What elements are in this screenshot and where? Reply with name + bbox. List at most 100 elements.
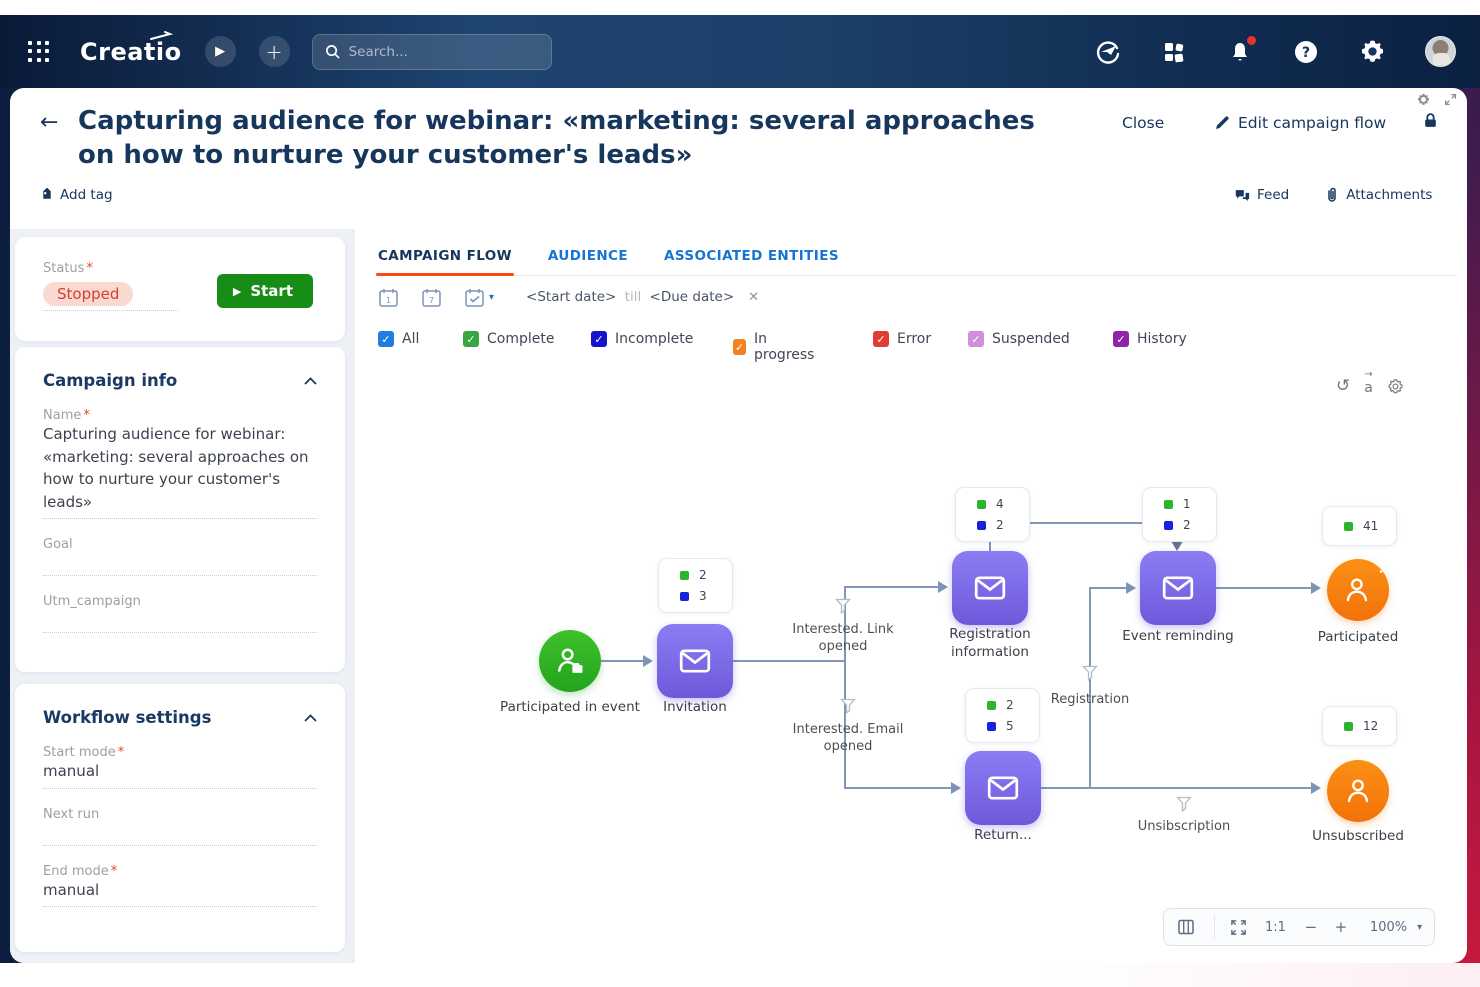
minimap-icon[interactable] bbox=[1164, 918, 1208, 936]
user-avatar[interactable] bbox=[1425, 36, 1456, 67]
legend-label: All bbox=[402, 331, 420, 347]
status-badge[interactable]: Stopped bbox=[43, 282, 134, 306]
goal-field[interactable]: Goal bbox=[43, 537, 317, 576]
checkbox-in-progress[interactable]: ✓ bbox=[733, 339, 747, 355]
date-range-value[interactable]: <Start date> till <Due date> bbox=[526, 289, 734, 305]
arrowhead bbox=[1126, 582, 1136, 594]
flow-node-event-reminding[interactable] bbox=[1140, 551, 1216, 625]
connector bbox=[844, 587, 846, 788]
flow-node-registration-information[interactable] bbox=[952, 551, 1028, 625]
connector-label[interactable]: Interested. Email opened bbox=[792, 722, 904, 754]
search-input[interactable] bbox=[348, 43, 529, 60]
expand-page-icon[interactable] bbox=[1444, 93, 1457, 109]
connector-label[interactable]: Registration bbox=[1050, 692, 1130, 707]
canvas-zoom-toolbar: 1:1 − + 100% ▾ bbox=[1163, 908, 1435, 946]
creatio-logo[interactable]: Creatio bbox=[80, 30, 182, 66]
connector bbox=[989, 522, 1177, 524]
checkbox-suspended[interactable]: ✓ bbox=[968, 331, 984, 347]
auto-arrange-icon[interactable]: a bbox=[1364, 369, 1373, 396]
filter-funnel-icon[interactable] bbox=[833, 596, 853, 616]
workflow-settings-header[interactable]: Workflow settings bbox=[43, 708, 317, 727]
checkbox-incomplete[interactable]: ✓ bbox=[591, 331, 607, 347]
start-mode-field[interactable]: Start mode* manual bbox=[43, 745, 317, 789]
end-mode-field[interactable]: End mode* manual bbox=[43, 864, 317, 907]
checkbox-all[interactable]: ✓ bbox=[378, 331, 394, 347]
legend-checkbox-suspended[interactable]: ✓ Suspended bbox=[968, 331, 1070, 347]
app-menu-icon[interactable] bbox=[28, 40, 50, 63]
run-process-button[interactable]: ▶ bbox=[204, 36, 236, 67]
name-field[interactable]: Name* Capturing audience for webinar: «m… bbox=[43, 408, 317, 519]
flow-node-unsubscribed[interactable] bbox=[1327, 760, 1389, 822]
node-counter-badge[interactable]: 41 bbox=[1322, 506, 1397, 546]
legend-checkbox-in-progress[interactable]: ✓ In progress bbox=[733, 331, 817, 363]
node-counter-badge[interactable]: 4 2 bbox=[955, 487, 1030, 542]
feed-button[interactable]: Feed bbox=[1234, 187, 1289, 203]
workplaces-icon[interactable] bbox=[1161, 39, 1187, 65]
zoom-in-button[interactable]: + bbox=[1334, 918, 1348, 936]
legend-checkbox-incomplete[interactable]: ✓ Incomplete bbox=[591, 331, 693, 347]
search-icon bbox=[325, 45, 340, 59]
attachments-button[interactable]: Attachments bbox=[1325, 187, 1432, 203]
start-button-label: Start bbox=[250, 282, 293, 300]
fit-to-screen-icon[interactable] bbox=[1221, 919, 1255, 936]
complete-count-icon bbox=[1164, 499, 1173, 509]
campaign-flow-canvas[interactable]: Interested. Link opened Interested. Emai… bbox=[360, 360, 1460, 960]
close-button[interactable]: Close bbox=[1122, 114, 1165, 132]
filter-funnel-icon[interactable] bbox=[1080, 663, 1100, 683]
filter-funnel-icon[interactable] bbox=[1174, 794, 1194, 814]
utm-campaign-field[interactable]: Utm_campaign bbox=[43, 594, 317, 633]
check-icon: ✓ bbox=[381, 332, 391, 346]
undo-icon[interactable]: ↺ bbox=[1336, 376, 1351, 396]
tab-associated-entities[interactable]: ASSOCIATED ENTITIES bbox=[663, 248, 839, 264]
flow-node-invitation[interactable] bbox=[657, 624, 733, 698]
start-button[interactable]: ▶ Start bbox=[216, 274, 313, 308]
page-settings-gear-icon[interactable] bbox=[1417, 93, 1430, 109]
add-tag-button[interactable]: Add tag bbox=[40, 187, 113, 203]
zoom-out-button[interactable]: − bbox=[1304, 918, 1318, 936]
filter-funnel-icon[interactable] bbox=[838, 696, 858, 716]
zoom-level-dropdown[interactable]: 100% ▾ bbox=[1370, 920, 1422, 935]
clear-date-filter-icon[interactable]: ✕ bbox=[748, 289, 760, 305]
calendar-week-icon[interactable]: 7 bbox=[421, 287, 442, 308]
checkbox-history[interactable]: ✓ bbox=[1113, 331, 1129, 347]
calendar-day-icon[interactable]: 1 bbox=[378, 287, 399, 308]
node-counter-badge[interactable]: 2 5 bbox=[965, 688, 1040, 743]
complete-count-icon bbox=[1344, 721, 1353, 731]
flow-node-return[interactable] bbox=[965, 751, 1041, 825]
node-counter-badge[interactable]: 1 2 bbox=[1142, 487, 1217, 542]
legend-checkbox-error[interactable]: ✓ Error bbox=[873, 331, 931, 347]
back-button[interactable]: ← bbox=[40, 110, 58, 135]
legend-checkbox-all[interactable]: ✓ All bbox=[378, 331, 419, 347]
flow-node-participated-in-event[interactable] bbox=[539, 630, 601, 692]
checkbox-complete[interactable]: ✓ bbox=[463, 331, 479, 347]
node-counter-badge[interactable]: 12 bbox=[1322, 706, 1397, 746]
notifications-bell-icon[interactable] bbox=[1227, 35, 1256, 65]
calendar-custom-icon[interactable]: ▾ bbox=[464, 287, 494, 308]
campaign-info-header[interactable]: Campaign info bbox=[43, 371, 317, 390]
checkbox-error[interactable]: ✓ bbox=[873, 331, 889, 347]
connector bbox=[1216, 587, 1311, 589]
person-icon bbox=[1347, 779, 1369, 803]
left-panel: Status* Stopped ▶ Start Campaign info Na… bbox=[10, 229, 355, 963]
tab-campaign-flow[interactable]: CAMPAIGN FLOW bbox=[376, 248, 514, 276]
canvas-settings-gear-icon[interactable] bbox=[1387, 378, 1404, 395]
actual-size-button[interactable]: 1:1 bbox=[1265, 919, 1286, 935]
lock-icon[interactable] bbox=[1422, 112, 1439, 133]
incomplete-count: 2 bbox=[996, 518, 1004, 532]
next-run-field[interactable]: Next run bbox=[43, 807, 317, 846]
legend-checkbox-complete[interactable]: ✓ Complete bbox=[463, 331, 554, 347]
connector-label[interactable]: Unsibscription bbox=[1137, 819, 1231, 834]
copilot-icon[interactable] bbox=[1095, 39, 1121, 65]
tab-audience[interactable]: AUDIENCE bbox=[547, 248, 628, 264]
add-new-button[interactable]: + bbox=[258, 36, 290, 67]
global-search[interactable] bbox=[311, 33, 552, 70]
connector-label[interactable]: Interested. Link opened bbox=[792, 622, 894, 654]
help-icon[interactable]: ? bbox=[1293, 39, 1319, 65]
legend-checkbox-history[interactable]: ✓ History bbox=[1113, 331, 1187, 347]
node-counter-badge[interactable]: 2 3 bbox=[658, 558, 733, 613]
edit-campaign-flow-button[interactable]: Edit campaign flow bbox=[1214, 114, 1386, 132]
required-asterisk: * bbox=[117, 745, 125, 760]
flow-node-participated[interactable]: ✓ bbox=[1327, 559, 1389, 621]
settings-gear-icon[interactable] bbox=[1359, 39, 1385, 65]
tag-icon bbox=[43, 188, 51, 199]
